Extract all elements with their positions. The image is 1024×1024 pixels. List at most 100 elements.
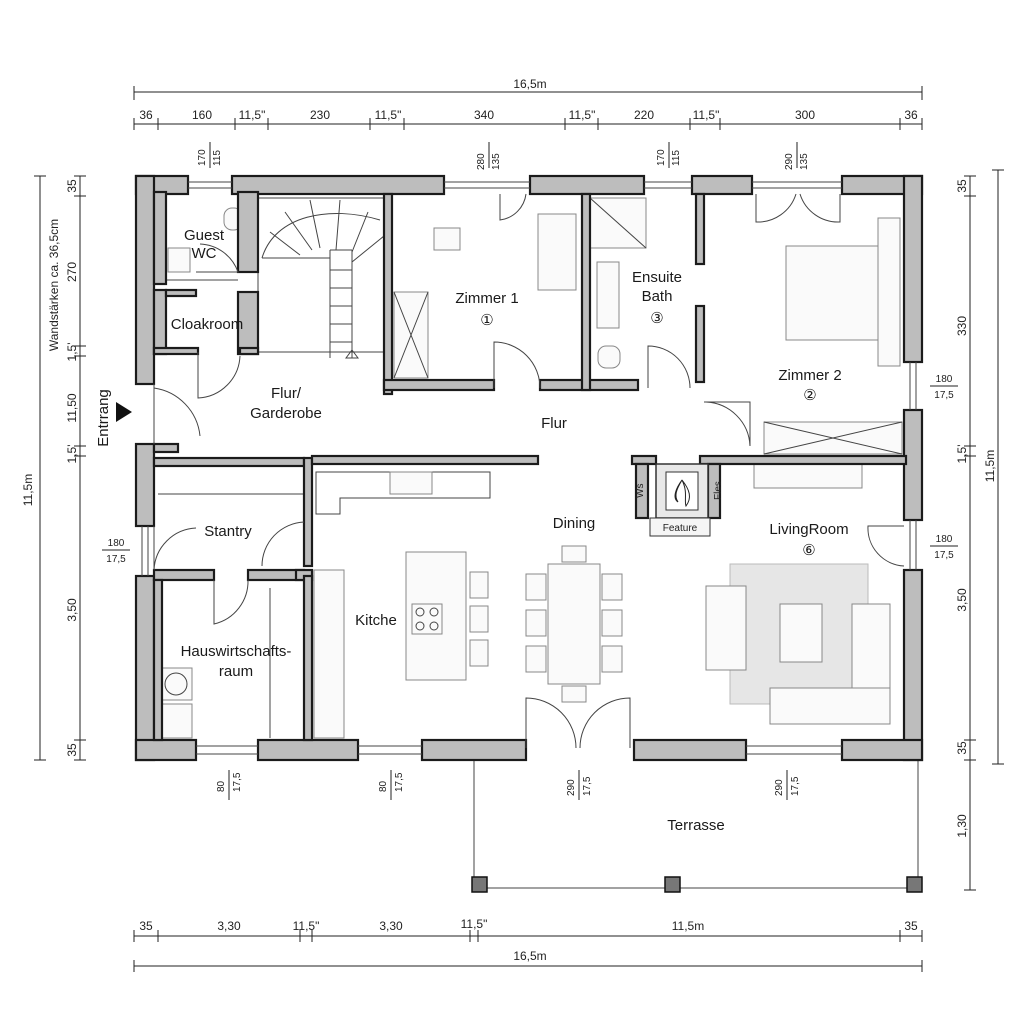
bottom-opening-3a: 290 <box>566 779 577 796</box>
top-opening-4a: 290 <box>784 153 795 170</box>
staircase <box>257 197 385 359</box>
chair-icon <box>525 573 547 601</box>
coffee-table <box>779 603 823 663</box>
left-opening-a: 180 <box>108 538 125 549</box>
bottom-opening-1b: 17,5 <box>232 772 243 792</box>
top-overall-dimension: 16,5m <box>513 77 546 91</box>
living-door <box>867 525 905 567</box>
top-dim-4: 230 <box>310 108 330 122</box>
zimmer2-door <box>704 401 751 447</box>
chair-icon <box>601 573 623 601</box>
kitchen-counter <box>313 569 345 739</box>
flur-label: Flur <box>541 415 567 432</box>
zimmer2-number: ② <box>803 387 816 404</box>
kitchen-label: Kitche <box>355 612 397 629</box>
left-dimensions: 11,5m Wandstärken ca. 36,5cm 35 270 1,5'… <box>21 175 130 761</box>
top-dimensions: 16,5m 36 160 11,5" 230 11,5" 340 11,5" 2… <box>133 77 923 170</box>
bottom-dim-7: 35 <box>904 919 918 933</box>
tv-unit-icon <box>753 463 863 489</box>
left-dim-4: 11,50 <box>65 393 79 422</box>
dining-label: Dining <box>553 515 596 532</box>
cooktop-icon <box>411 603 443 635</box>
chair-icon <box>525 609 547 637</box>
top-opening-3a: 170 <box>656 149 667 166</box>
top-opening-1b: 115 <box>212 150 223 166</box>
chair-icon <box>561 545 587 563</box>
fireplace: Feature Ws Fles <box>635 463 724 537</box>
right-overall-dimension: 11,5m <box>983 450 997 482</box>
fire-icon <box>674 479 690 508</box>
bottom-opening-1a: 80 <box>216 780 227 792</box>
top-opening-4b: 135 <box>799 153 810 170</box>
left-opening-b: 17,5 <box>106 554 126 565</box>
utility-room-label-1: Hauswirtschafts- <box>181 643 292 660</box>
chair-icon <box>601 609 623 637</box>
bottom-overall-dimension: 16,5m <box>513 949 546 963</box>
terrace-label: Terrasse <box>667 817 725 834</box>
right-dim-5: 35 <box>955 741 969 755</box>
top-dim-1: 36 <box>139 108 153 122</box>
zimmer1-number: ① <box>480 312 493 329</box>
zimmer1-label: Zimmer 1 <box>455 290 518 307</box>
right-opening-2a: 180 <box>936 534 953 545</box>
right-opening-2b: 17,5 <box>934 550 954 561</box>
utility-door <box>213 579 249 625</box>
entrance-arrow-icon <box>116 402 132 422</box>
stantry-door <box>261 521 305 567</box>
desk-chair-icon <box>433 227 461 251</box>
zimmer1-balcony-door <box>499 193 527 221</box>
top-dim-5: 11,5" <box>375 108 402 122</box>
left-dim-1: 35 <box>65 179 79 193</box>
left-dim-7: 35 <box>65 743 79 757</box>
left-dim-2: 270 <box>65 262 79 282</box>
stantry-label: Stantry <box>204 523 252 540</box>
bottom-dim-3: 11,5" <box>293 919 320 933</box>
toilet-icon <box>597 345 621 369</box>
cloakroom-door <box>197 352 241 399</box>
armchair-icon <box>705 585 747 671</box>
flur-garderobe-label-1: Flur/ <box>271 385 302 402</box>
guest-wc-label-2: WC <box>192 245 217 262</box>
terrace-doors <box>525 697 631 749</box>
sink-icon <box>389 471 433 495</box>
zimmer2-balcony-door <box>755 193 841 223</box>
flur-garderobe-label-2: Garderobe <box>250 405 322 422</box>
ensuite-number: ③ <box>650 310 663 327</box>
terrace: Terrasse <box>471 760 923 893</box>
fireplace-feature-label: Feature <box>663 523 698 534</box>
right-opening-1a: 180 <box>936 374 953 385</box>
entrance-label: Entrrang <box>95 389 112 447</box>
bottom-dim-5: 11,5" <box>461 917 488 931</box>
bottom-opening-3b: 17,5 <box>582 776 593 796</box>
fireplace-right-label: Fles <box>713 481 724 500</box>
top-opening-3b: 115 <box>671 150 682 166</box>
top-dim-10: 300 <box>795 108 815 122</box>
bottom-dim-6: 11,5m <box>672 919 704 933</box>
chair-icon <box>561 685 587 703</box>
top-dim-3: 11,5" <box>239 108 266 122</box>
utility-room-label-2: raum <box>219 663 253 680</box>
bottom-opening-4b: 17,5 <box>790 776 801 796</box>
bottom-dimensions: 35 3,30 11,5" 3,30 11,5" 11,5m 35 16,5m … <box>133 770 923 972</box>
top-dim-11: 36 <box>904 108 918 122</box>
bottom-dim-1: 35 <box>139 919 153 933</box>
living-room-label: LivingRoom <box>769 521 848 538</box>
furniture <box>158 197 903 739</box>
bed-icon <box>537 213 577 291</box>
fireplace-left-label: Ws <box>635 484 646 498</box>
ensuite-door <box>647 345 691 389</box>
left-dim-3: 1,5' <box>65 343 79 362</box>
ensuite-label-2: Bath <box>642 288 673 305</box>
bottom-opening-2b: 17,5 <box>394 772 405 792</box>
sofa-icon <box>769 687 891 725</box>
living-room-number: ⑥ <box>802 542 815 559</box>
right-dim-4: 3,50 <box>955 588 969 612</box>
left-dim-5: 1,5' <box>65 445 79 464</box>
zimmer2-label: Zimmer 2 <box>778 367 841 384</box>
right-dimensions: 35 330 1,5' 3,50 35 1,30 11,5m 180 17,5 … <box>930 169 1004 891</box>
top-opening-2b: 135 <box>491 153 502 170</box>
right-dim-1: 35 <box>955 179 969 193</box>
bedside-icon <box>877 217 901 367</box>
wc-door <box>196 243 239 273</box>
